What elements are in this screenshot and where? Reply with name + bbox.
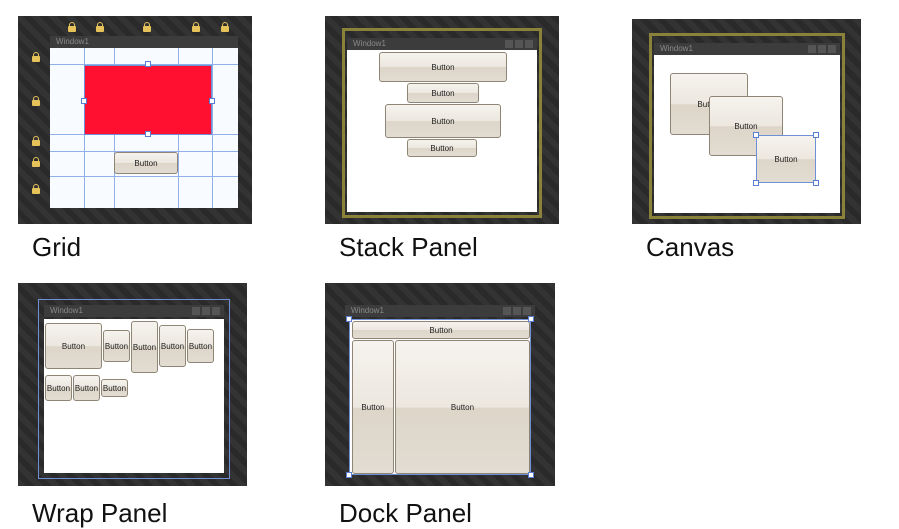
resize-handle[interactable]	[209, 98, 215, 104]
dock-top-button[interactable]: Button	[352, 321, 530, 339]
lock-icon[interactable]	[68, 22, 76, 32]
wrap-designer-panel: Window1 Button Button Button Button Butt…	[18, 283, 247, 486]
lock-icon[interactable]	[221, 22, 229, 32]
selected-rectangle[interactable]	[84, 65, 212, 135]
canvas-button[interactable]: Button	[756, 135, 816, 183]
wrap-button[interactable]: Button	[159, 325, 186, 367]
maximize-button[interactable]	[818, 45, 826, 53]
title-bar: Window1	[44, 305, 224, 317]
resize-handle[interactable]	[145, 61, 151, 67]
window-title: Window1	[660, 44, 693, 53]
minimize-button[interactable]	[192, 307, 200, 315]
resize-handle[interactable]	[813, 180, 819, 186]
dock-designer-panel: Window1 Button Button Button	[325, 283, 555, 486]
grid-designer-panel: Window1 Button	[18, 16, 252, 224]
wrap-button[interactable]: Button	[131, 321, 158, 373]
caption-dock-panel: Dock Panel	[339, 498, 472, 528]
title-bar: Window1	[654, 43, 840, 55]
close-button[interactable]	[525, 40, 533, 48]
maximize-button[interactable]	[513, 307, 521, 315]
stack-button[interactable]: Button	[407, 83, 479, 103]
title-bar: Window1	[50, 36, 238, 48]
minimize-button[interactable]	[503, 307, 511, 315]
maximize-button[interactable]	[202, 307, 210, 315]
grid-button[interactable]: Button	[114, 152, 178, 174]
resize-handle[interactable]	[753, 180, 759, 186]
lock-icon[interactable]	[192, 22, 200, 32]
caption-canvas: Canvas	[646, 232, 735, 262]
resize-handle[interactable]	[145, 131, 151, 137]
resize-handle[interactable]	[528, 316, 534, 322]
dock-left-button[interactable]: Button	[352, 340, 394, 474]
gold-border	[649, 33, 845, 219]
resize-handle[interactable]	[81, 98, 87, 104]
selection-outline	[349, 319, 531, 475]
grid-line	[50, 176, 238, 177]
lock-icon[interactable]	[32, 136, 40, 146]
maximize-button[interactable]	[515, 40, 523, 48]
lock-icon[interactable]	[143, 22, 151, 32]
stack-button[interactable]: Button	[385, 104, 501, 138]
dock-fill-button[interactable]: Button	[395, 340, 530, 474]
grid-line	[50, 151, 238, 152]
lock-icon[interactable]	[32, 157, 40, 167]
lock-icon[interactable]	[32, 96, 40, 106]
stack-button[interactable]: Button	[407, 139, 477, 157]
selection-outline	[38, 299, 230, 479]
window-title: Window1	[351, 306, 384, 315]
title-bar: Window1	[345, 305, 535, 317]
canvas-designer-panel: Window1 Button Button Button	[632, 19, 861, 224]
lock-icon[interactable]	[96, 22, 104, 32]
minimize-button[interactable]	[505, 40, 513, 48]
close-button[interactable]	[523, 307, 531, 315]
caption-wrap-panel: Wrap Panel	[32, 498, 168, 528]
title-bar: Window1	[347, 38, 537, 50]
close-button[interactable]	[828, 45, 836, 53]
lock-icon[interactable]	[32, 184, 40, 194]
caption-grid: Grid	[32, 232, 82, 262]
resize-handle[interactable]	[753, 132, 759, 138]
caption-stack-panel: Stack Panel	[339, 232, 478, 262]
window-title: Window1	[50, 306, 83, 315]
wrap-button[interactable]: Button	[73, 375, 100, 401]
wrap-button[interactable]: Button	[45, 375, 72, 401]
close-button[interactable]	[212, 307, 220, 315]
lock-icon[interactable]	[32, 52, 40, 62]
wrap-button[interactable]: Button	[45, 323, 102, 369]
resize-handle[interactable]	[528, 472, 534, 478]
resize-handle[interactable]	[346, 316, 352, 322]
wrap-button[interactable]: Button	[187, 329, 214, 363]
window-title: Window1	[353, 39, 386, 48]
grid-line	[212, 48, 213, 208]
stack-designer-panel: Window1 Button Button Button Button	[325, 16, 559, 224]
wrap-button[interactable]: Button	[101, 379, 128, 397]
wrap-button[interactable]: Button	[103, 330, 130, 362]
stack-button[interactable]: Button	[379, 52, 507, 82]
gold-border	[342, 28, 542, 218]
grid-line	[50, 64, 238, 65]
minimize-button[interactable]	[808, 45, 816, 53]
window-title: Window1	[56, 37, 89, 46]
resize-handle[interactable]	[813, 132, 819, 138]
resize-handle[interactable]	[346, 472, 352, 478]
